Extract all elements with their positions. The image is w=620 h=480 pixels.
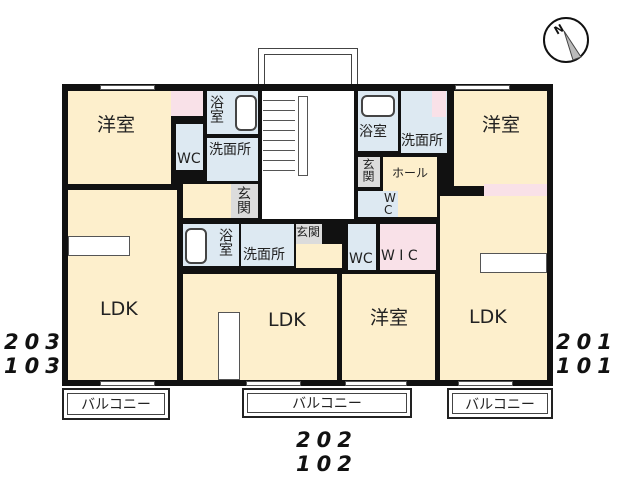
unit-number-left-lower: 103 [4, 354, 66, 378]
left-bath-label: 浴室 [208, 95, 224, 123]
window [455, 85, 510, 90]
center-ldk-label: LDK [268, 309, 306, 331]
center-wc-label: WC [349, 251, 373, 267]
center-wash-room [241, 224, 294, 266]
right-western-label: 洋室 [482, 114, 521, 136]
right-wash-label: 洗面所 [401, 133, 443, 149]
unit-number-center-lower: 102 [296, 452, 358, 476]
unit-number-right-lower: 101 [556, 354, 618, 378]
right-ldk [440, 196, 547, 380]
window [246, 381, 301, 386]
center-wc-room [348, 224, 376, 270]
center-wash-label: 洗面所 [243, 247, 285, 263]
window [458, 381, 513, 386]
right-bathtub [361, 95, 395, 117]
left-wash-label: 洗面所 [209, 142, 251, 158]
left-hall [183, 184, 231, 218]
window [100, 381, 155, 386]
unit-number-right-upper: 201 [556, 330, 618, 354]
stair-tread [263, 140, 295, 141]
left-closet [171, 91, 203, 116]
stair-tread [263, 100, 295, 101]
center-balcony-label: バルコニー [247, 393, 407, 413]
left-wash-room [207, 138, 258, 181]
left-ldk-label: LDK [100, 298, 138, 320]
right-closet [432, 91, 446, 117]
right-wc-label: W C [384, 191, 396, 217]
left-kitchen-counter [68, 236, 130, 256]
center-entry-label: 玄関 [296, 225, 321, 239]
stair-rail [298, 96, 308, 176]
right-balcony: バルコニー [447, 388, 553, 419]
left-entry-label: 玄関 [235, 186, 251, 214]
left-balcony: バルコニー [62, 388, 170, 420]
stair-tread [263, 120, 295, 121]
left-wc-label: WC [177, 151, 201, 167]
left-balcony-label: バルコニー [67, 393, 165, 415]
right-ldk-ext [440, 212, 547, 222]
left-entry [231, 184, 258, 218]
stair-hall [262, 91, 354, 219]
right-bath-label: 浴室 [359, 124, 387, 140]
right-hall-label: ホール [392, 166, 429, 180]
svg-text:N: N [552, 22, 566, 38]
center-bathtub [185, 228, 207, 264]
center-hall [296, 244, 342, 268]
center-ldk [183, 274, 337, 380]
center-kitchen-counter [218, 312, 240, 380]
right-ldk-label: LDK [469, 306, 507, 328]
window [100, 85, 155, 90]
stair-tread [263, 160, 295, 161]
right-wc-room [358, 191, 398, 217]
right-entry [358, 157, 380, 187]
right-western-room [454, 91, 547, 186]
right-entry-label: 玄関 [361, 158, 375, 182]
unit-number-left-upper: 203 [4, 330, 66, 354]
center-bath-label: 浴室 [217, 228, 233, 256]
left-western-room [68, 91, 171, 184]
center-balcony: バルコニー [242, 388, 412, 418]
left-wc-room [176, 124, 203, 170]
stair-tread [263, 150, 295, 151]
north-arrow-icon: N [552, 22, 582, 61]
center-wic [380, 224, 436, 270]
center-entry [296, 224, 322, 244]
compass: N [543, 17, 589, 63]
stair-tread [263, 170, 295, 171]
center-wic-label: W I C [381, 248, 418, 264]
stairwell-outline [258, 48, 358, 90]
stairwell-inner [264, 54, 352, 90]
window [345, 381, 407, 386]
left-western-label: 洋室 [97, 114, 136, 136]
stair-tread [263, 130, 295, 131]
left-bathtub [235, 95, 257, 131]
unit-number-center-upper: 202 [296, 428, 358, 452]
center-western-label: 洋室 [370, 307, 409, 329]
right-balcony-label: バルコニー [452, 393, 548, 414]
stair-tread [263, 110, 295, 111]
right-kitchen-counter [480, 253, 547, 273]
left-ldk [68, 190, 177, 380]
center-western-room [342, 274, 435, 380]
